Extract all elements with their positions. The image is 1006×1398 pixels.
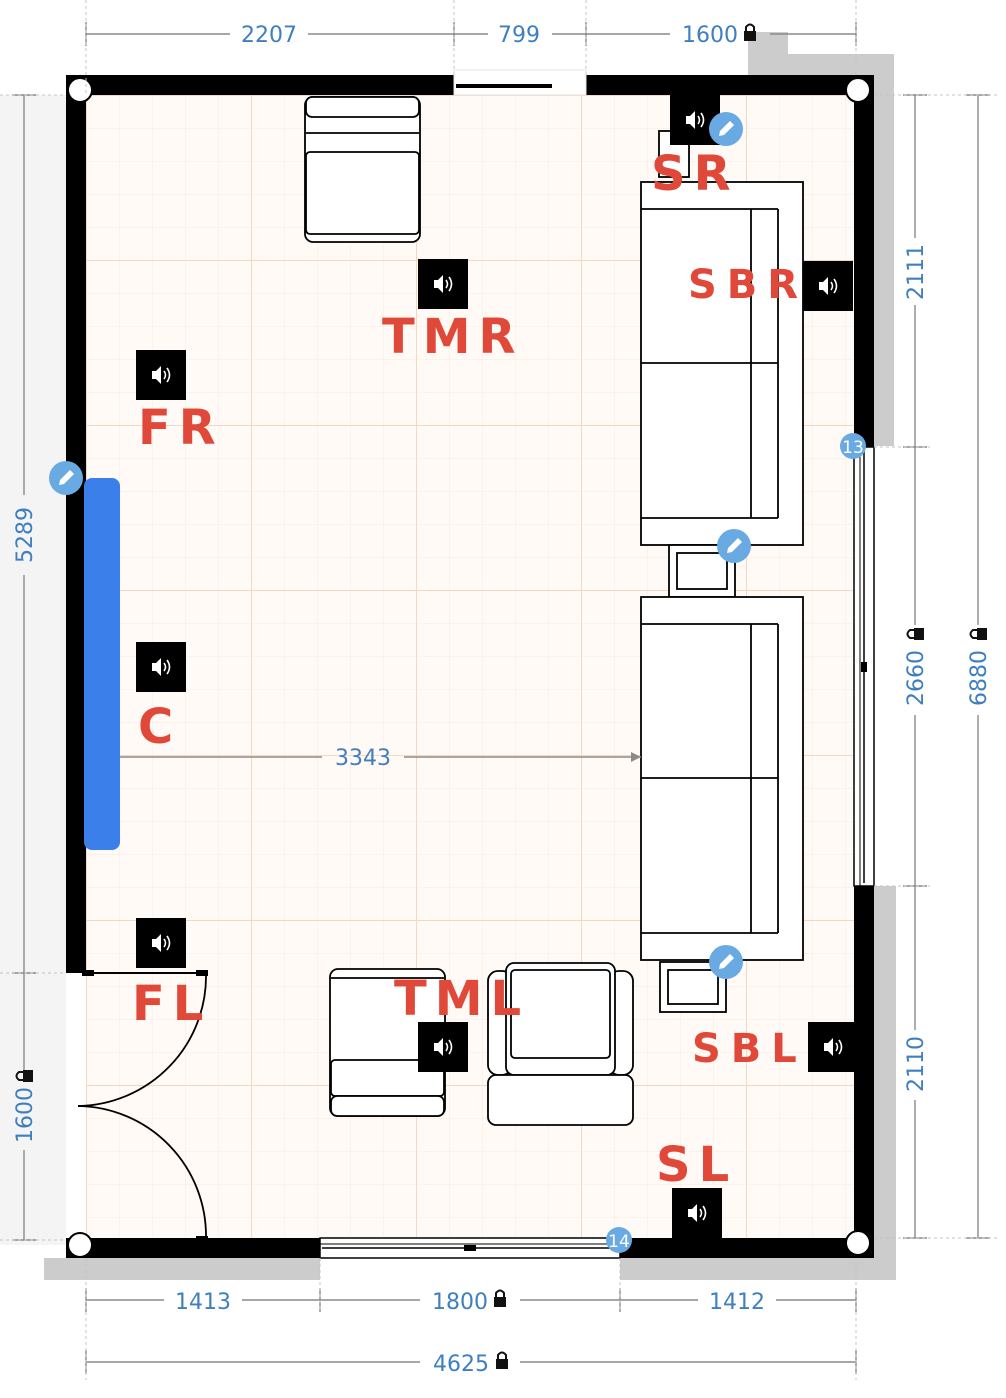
- wall-right-upper[interactable]: [854, 75, 874, 447]
- speaker-label-sl: SL: [656, 1137, 737, 1193]
- corner-node[interactable]: [67, 77, 93, 103]
- speaker-icon[interactable]: [135, 641, 187, 693]
- wall-top-right[interactable]: [586, 75, 874, 95]
- dim-bottom-middle[interactable]: 1800: [432, 1290, 488, 1315]
- lock-icon: [493, 1289, 507, 1308]
- corner-node[interactable]: [845, 1230, 871, 1256]
- speaker-icon[interactable]: [671, 1187, 723, 1239]
- wall-top-left[interactable]: [66, 75, 454, 95]
- sofa-lower[interactable]: [640, 596, 804, 961]
- dim-right-total[interactable]: 6880: [967, 650, 992, 706]
- wall-shadow: [620, 1258, 896, 1280]
- speaker-label-tml: TML: [394, 971, 529, 1027]
- speaker-icon[interactable]: [417, 1021, 469, 1073]
- dim-bottom-total[interactable]: 4625: [433, 1352, 489, 1377]
- dim-top-right[interactable]: 1600: [682, 23, 738, 48]
- lock-icon: [743, 23, 757, 42]
- wall-right-lower[interactable]: [854, 886, 874, 1258]
- marker-14-label: 14: [608, 1232, 630, 1252]
- pencil-icon[interactable]: [709, 112, 743, 146]
- dim-right-upper[interactable]: 2111: [904, 244, 929, 300]
- marker-13[interactable]: 13: [840, 433, 866, 459]
- dim-right-middle[interactable]: 2660: [904, 650, 929, 706]
- dim-tv-to-sofa[interactable]: 3343: [335, 746, 391, 771]
- top-opening[interactable]: [453, 69, 587, 96]
- arrowhead: [631, 752, 641, 762]
- dim-top-middle[interactable]: 799: [498, 23, 540, 48]
- pencil-icon[interactable]: [709, 945, 743, 979]
- pencil-icon[interactable]: [49, 461, 83, 495]
- armchair-bottom-right[interactable]: [487, 962, 634, 1126]
- wall-left[interactable]: [66, 75, 86, 973]
- dim-top-left[interactable]: 2207: [241, 23, 297, 48]
- wall-shadow: [748, 32, 788, 54]
- speaker-label-tmr: TMR: [382, 309, 523, 365]
- wall-shadow: [874, 886, 896, 1280]
- lock-icon: [495, 1351, 509, 1370]
- speaker-icon[interactable]: [417, 258, 469, 310]
- armchair-top[interactable]: [304, 96, 421, 243]
- dim-bottom-right[interactable]: 1412: [709, 1290, 765, 1315]
- window-right[interactable]: [853, 446, 875, 887]
- wall-shadow: [44, 1258, 320, 1280]
- tv[interactable]: [84, 478, 120, 850]
- lock-icon: [969, 627, 988, 641]
- corner-node[interactable]: [845, 77, 871, 103]
- dim-left-upper[interactable]: 5289: [13, 507, 38, 563]
- wall-shadow: [748, 54, 894, 76]
- speaker-label-sbl: SBL: [692, 1026, 807, 1072]
- marker-13-label: 13: [842, 438, 864, 458]
- wall-shadow: [874, 54, 894, 446]
- pencil-icon[interactable]: [717, 529, 751, 563]
- dim-bottom-left[interactable]: 1413: [175, 1290, 231, 1315]
- speaker-label-c: C: [138, 699, 181, 755]
- speaker-icon[interactable]: [802, 260, 854, 312]
- marker-14[interactable]: 14: [606, 1227, 632, 1253]
- speaker-icon[interactable]: [807, 1021, 859, 1073]
- outer-area-left: [0, 95, 66, 1245]
- speaker-label-sr: SR: [651, 146, 739, 202]
- speaker-label-fl: FL: [132, 976, 211, 1032]
- dim-right-lower[interactable]: 2110: [904, 1036, 929, 1092]
- speaker-label-sbr: SBR: [688, 262, 808, 308]
- entry-door[interactable]: [77, 970, 208, 1242]
- speaker-label-fr: FR: [138, 400, 224, 456]
- wall-bottom-left[interactable]: [66, 1238, 320, 1258]
- dim-left-lower[interactable]: 1600: [13, 1087, 38, 1143]
- lock-icon: [906, 627, 925, 641]
- speaker-icon[interactable]: [135, 349, 187, 401]
- wall-bottom-right[interactable]: [620, 1238, 874, 1258]
- window-bottom[interactable]: [319, 1237, 621, 1259]
- speaker-icon[interactable]: [135, 917, 187, 969]
- sofa-upper[interactable]: [640, 181, 804, 546]
- corner-node[interactable]: [67, 1232, 93, 1258]
